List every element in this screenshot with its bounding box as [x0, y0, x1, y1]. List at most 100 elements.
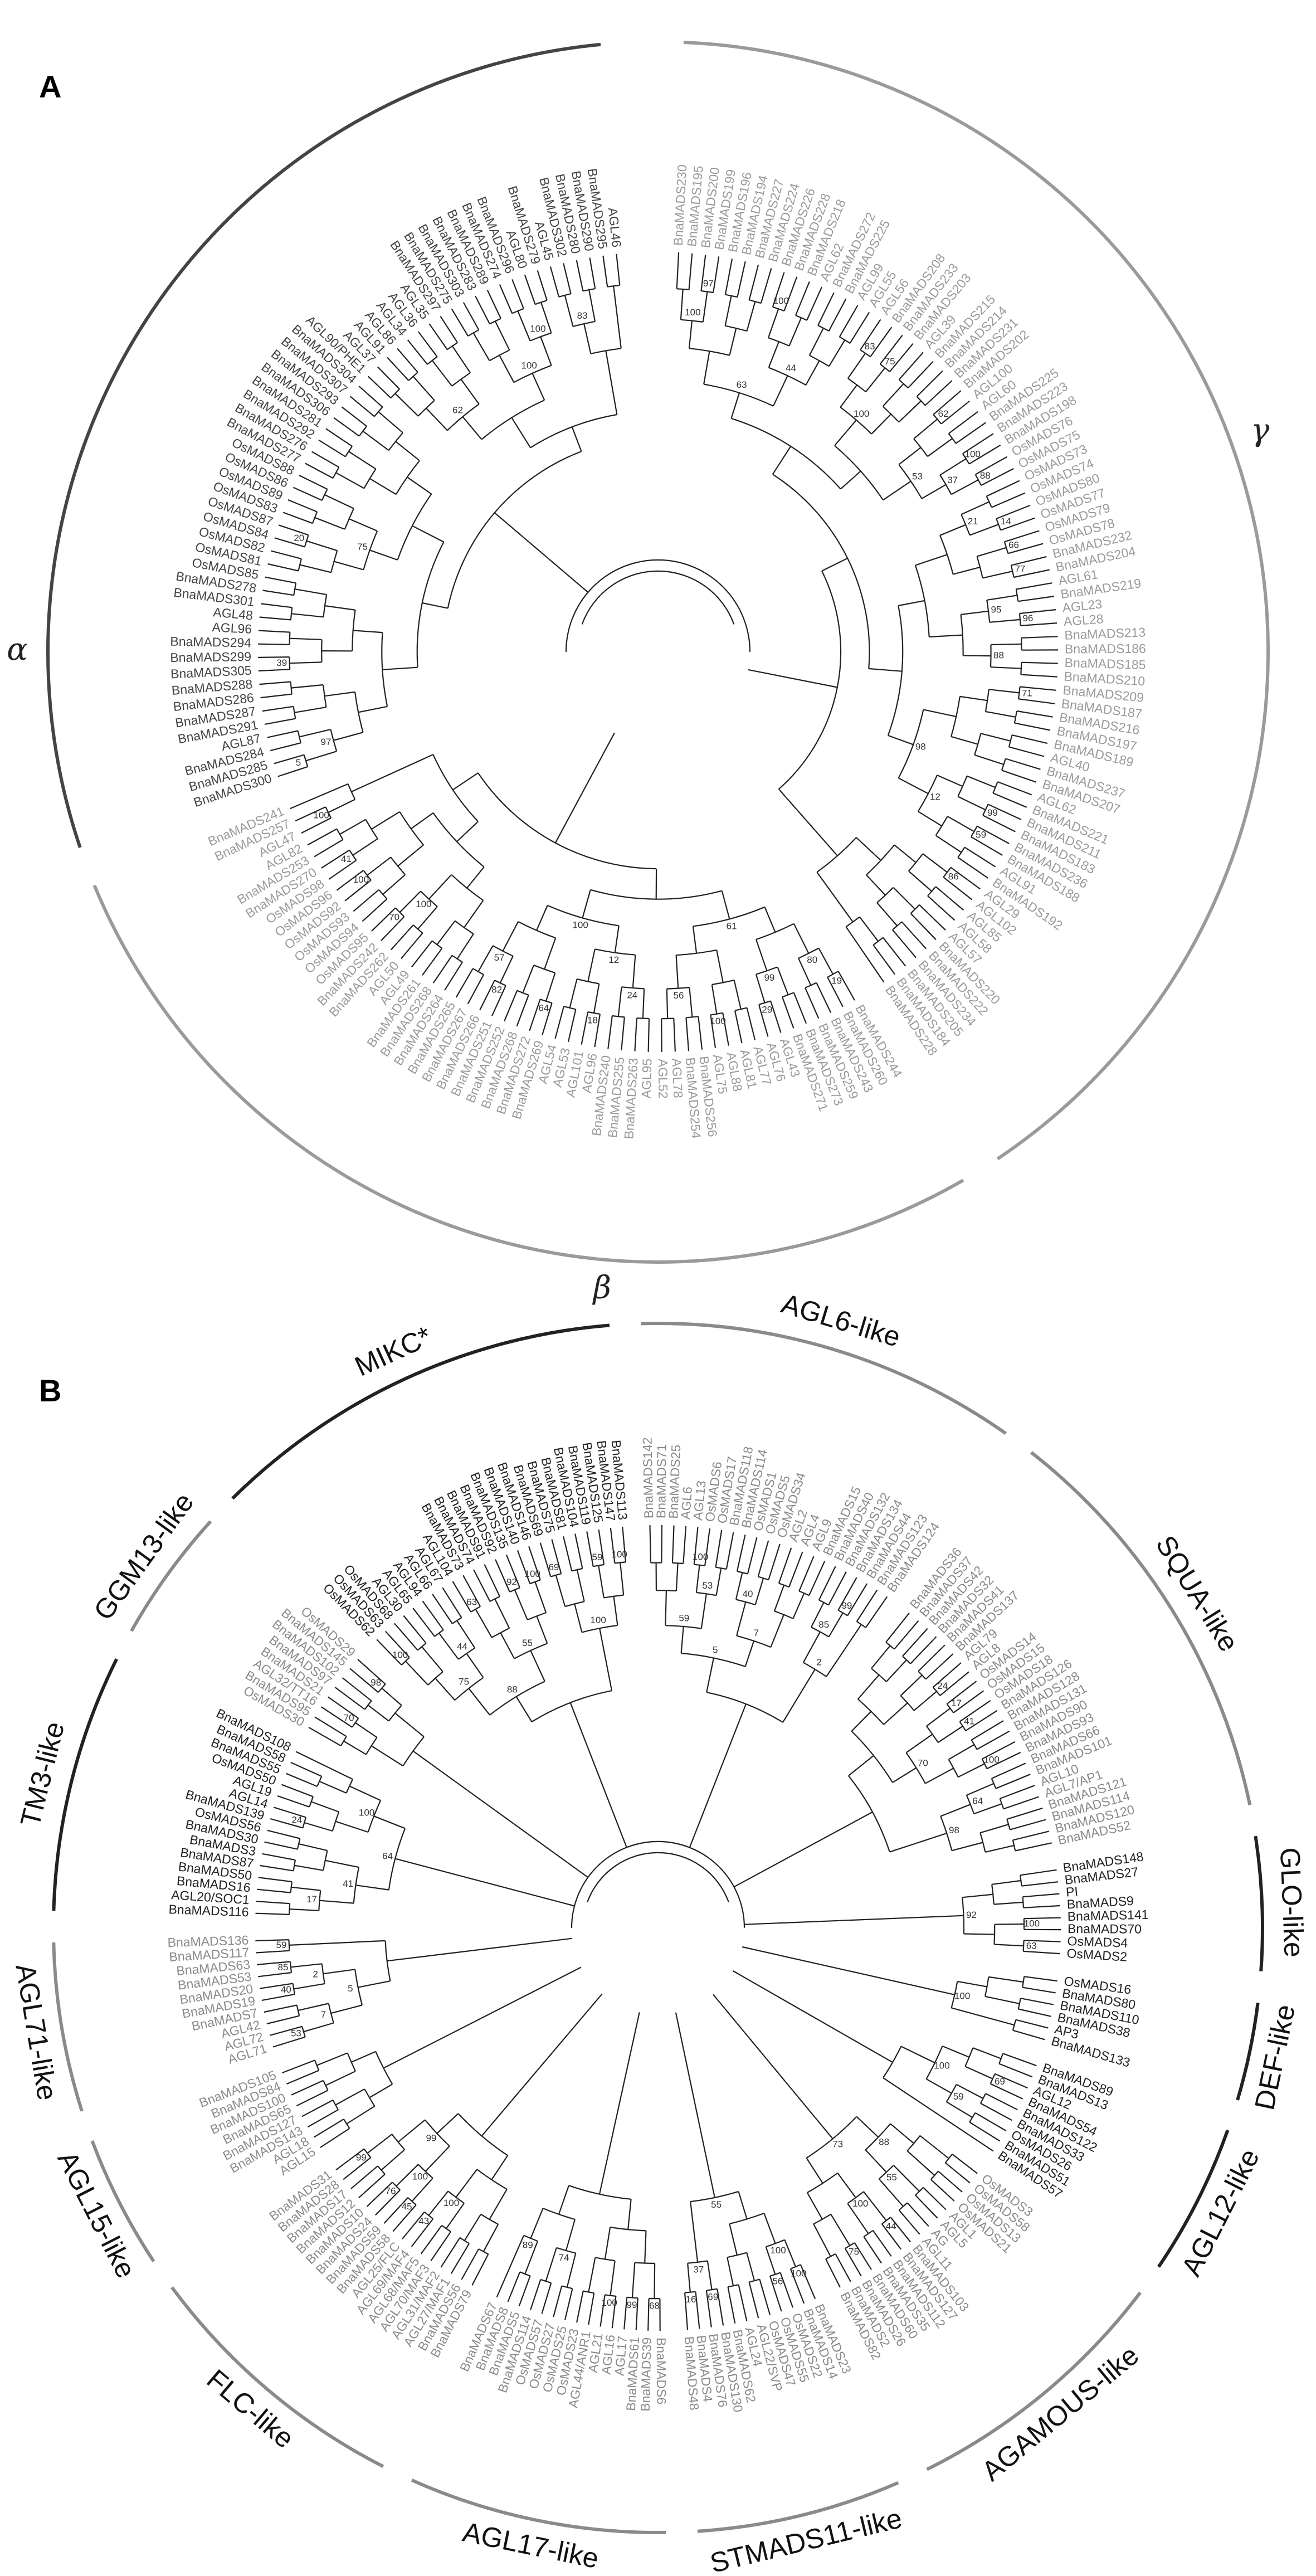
leaf-label: OsMADS2 — [1066, 1946, 1128, 1964]
branch — [401, 932, 423, 960]
branch — [610, 2260, 616, 2296]
branch — [883, 2077, 994, 2152]
bootstrap-value: 88 — [879, 2137, 889, 2148]
branch — [953, 566, 981, 575]
branch — [783, 276, 798, 311]
branch — [272, 2036, 306, 2048]
branch — [436, 2113, 459, 2134]
branch — [969, 444, 1001, 465]
branch — [922, 853, 948, 873]
branch-arc — [416, 542, 445, 668]
branch — [605, 350, 618, 415]
branch — [536, 1615, 548, 1644]
branch — [277, 766, 308, 777]
clade-label: AGL6-like — [778, 1288, 904, 1353]
leaf-label: BnaMADS136 — [167, 1932, 249, 1950]
branch — [412, 376, 435, 401]
branch-arc — [778, 571, 842, 790]
branch — [695, 1565, 700, 1593]
branch — [277, 1795, 310, 1808]
clade-band — [926, 2291, 1142, 2471]
branch-arc — [352, 610, 356, 651]
branch — [890, 2217, 911, 2243]
branch — [1012, 734, 1048, 744]
branch — [916, 370, 943, 397]
branch-arc — [454, 920, 474, 935]
branch — [851, 1711, 872, 1732]
branch — [537, 270, 548, 301]
branch — [869, 668, 902, 672]
leaf-label: AGL6 — [678, 1486, 695, 1520]
branch — [925, 1653, 954, 1680]
branch — [401, 2212, 425, 2240]
branch — [267, 730, 298, 738]
bootstrap-value: 45 — [402, 2201, 412, 2212]
clade-band — [231, 1323, 610, 1500]
branch — [982, 815, 1016, 832]
branch — [837, 2173, 856, 2198]
branch-arc — [489, 1596, 500, 1602]
branch — [837, 1577, 857, 1611]
branch — [442, 1587, 462, 1618]
branch — [792, 1593, 805, 1619]
branch — [1015, 2019, 1049, 2029]
branch — [746, 301, 756, 332]
branch-arc — [946, 1703, 954, 1713]
bootstrap-value: 5 — [296, 757, 301, 768]
branch — [927, 895, 956, 921]
branch-arc — [390, 856, 406, 875]
branch — [524, 2241, 539, 2275]
branch — [706, 2261, 713, 2290]
branch-arc — [883, 2046, 902, 2078]
branch — [482, 2224, 499, 2252]
branch-arc — [898, 2202, 908, 2211]
branch — [594, 1014, 601, 1048]
branch — [976, 1730, 1010, 1750]
branch-arc — [729, 2212, 764, 2225]
clade-band — [641, 1321, 1007, 1435]
clade-group: OsMADS16BnaMADS80BnaMADS110BnaMADS38AP3B… — [742, 1946, 1301, 2112]
branch — [818, 1566, 836, 1600]
branch — [764, 907, 776, 933]
bootstrap-value: 74 — [559, 2252, 569, 2263]
branch — [291, 2080, 324, 2096]
bootstrap-value: 73 — [832, 2139, 843, 2150]
bootstrap-value: 92 — [506, 1577, 517, 1588]
clade-group: OsMADS30BnaMADS95AGL32/TT16BnaMADS21BnaM… — [87, 1487, 588, 1878]
branch-arc — [865, 2123, 891, 2151]
branch — [407, 339, 428, 365]
branch — [342, 1677, 372, 1702]
branch-arc — [701, 290, 714, 294]
branch — [947, 816, 974, 832]
branch — [464, 2214, 481, 2241]
branch — [294, 1983, 325, 1990]
bootstrap-value: 100 — [1024, 1918, 1040, 1929]
branch — [270, 742, 301, 752]
bootstrap-value: 55 — [522, 1638, 533, 1648]
branch — [950, 866, 981, 890]
branch — [540, 336, 552, 366]
branch-arc — [529, 332, 552, 342]
branch-arc — [1017, 1998, 1021, 2009]
branch — [259, 681, 291, 685]
branch-arc — [516, 990, 529, 996]
branch — [857, 1674, 880, 1700]
branch — [258, 656, 290, 658]
branch-arc — [768, 337, 789, 347]
clade-label: SQUA-like — [1150, 1530, 1245, 1657]
branch — [505, 1554, 520, 1588]
branch — [472, 332, 490, 361]
branch — [375, 2189, 401, 2216]
branch-arc — [727, 2252, 747, 2258]
branch-arc — [330, 550, 338, 573]
branch — [504, 990, 518, 1022]
branch — [581, 1011, 589, 1045]
branch — [938, 2170, 963, 2193]
branch — [507, 2271, 521, 2302]
bootstrap-value: 100 — [852, 2198, 868, 2209]
branch-arc — [591, 348, 621, 354]
bootstrap-value: 100 — [353, 874, 369, 885]
branch — [805, 360, 820, 386]
branch — [688, 320, 693, 349]
branch — [320, 1706, 353, 1728]
